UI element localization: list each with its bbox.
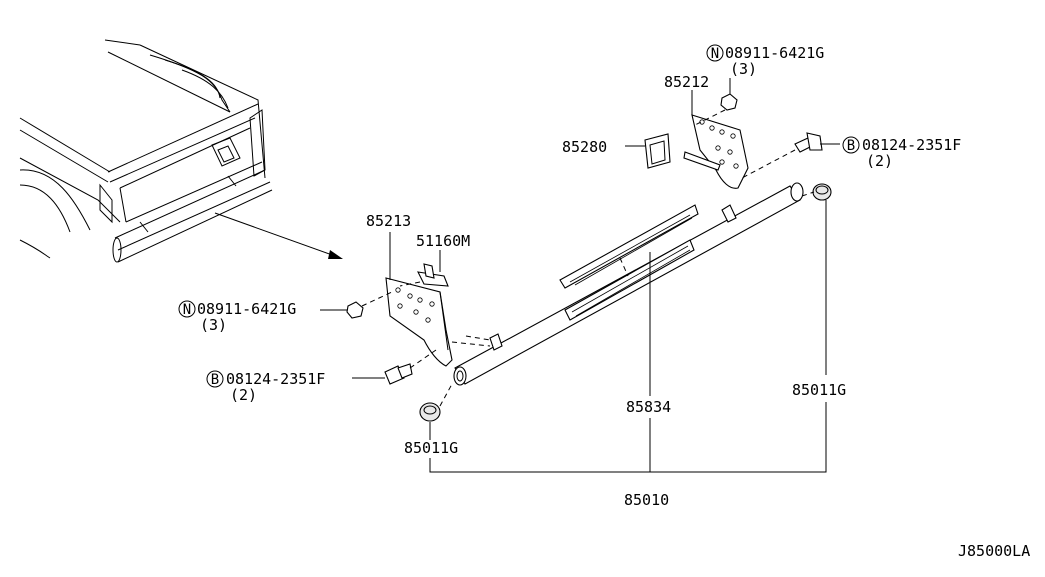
clip-51160M bbox=[399, 250, 449, 287]
truck-rear-illustration bbox=[19, 39, 273, 263]
step-pad bbox=[559, 204, 699, 321]
label-85834: 85834 bbox=[626, 398, 671, 416]
bolt-left bbox=[352, 349, 437, 385]
bolt-left-code: 08124-2351F bbox=[226, 370, 325, 388]
nut-left-code: 08911-6421G bbox=[197, 300, 296, 318]
nut-right-code: 08911-6421G bbox=[725, 44, 824, 62]
bolt-right-code: 08124-2351F bbox=[862, 136, 961, 154]
bolt-right-prefix: B bbox=[847, 138, 855, 154]
nut-right-prefix: N bbox=[711, 46, 719, 62]
nut-right bbox=[694, 78, 738, 126]
nut-right-qty: (3) bbox=[730, 60, 757, 78]
bolt-right-qty: (2) bbox=[866, 152, 893, 170]
callout-bolt-right: B 08124-2351F (2) bbox=[842, 136, 961, 170]
end-cap-right bbox=[801, 183, 832, 375]
label-51160M: 51160M bbox=[416, 232, 470, 250]
label-85212: 85212 bbox=[664, 73, 709, 91]
label-85213: 85213 bbox=[366, 212, 411, 230]
label-85011G-left: 85011G bbox=[404, 439, 458, 457]
leader-lines bbox=[429, 90, 827, 473]
bolt-left-prefix: B bbox=[211, 372, 219, 388]
callout-labels: N 08911-6421G (3) 85212 85280 B 08124-23… bbox=[178, 44, 1030, 560]
nut-left-prefix: N bbox=[183, 302, 191, 318]
label-85011G-right: 85011G bbox=[792, 381, 846, 399]
bolt-left-qty: (2) bbox=[230, 386, 257, 404]
direction-arrow bbox=[214, 212, 343, 259]
callout-bolt-left: B 08124-2351F (2) bbox=[206, 370, 325, 404]
callout-nut-right: N 08911-6421G (3) bbox=[706, 44, 824, 78]
clip-85280 bbox=[625, 133, 671, 169]
nut-left bbox=[320, 291, 393, 319]
callout-nut-left: N 08911-6421G (3) bbox=[178, 300, 296, 334]
label-85280: 85280 bbox=[562, 138, 607, 156]
label-85010: 85010 bbox=[624, 491, 669, 509]
bracket-85212 bbox=[683, 114, 749, 223]
nut-left-qty: (3) bbox=[200, 316, 227, 334]
diagram-code: J85000LA bbox=[958, 542, 1030, 560]
end-cap-left bbox=[419, 383, 453, 440]
tube-clip-left bbox=[451, 333, 503, 351]
bolt-right bbox=[741, 132, 840, 179]
bracket-85213 bbox=[385, 232, 453, 367]
